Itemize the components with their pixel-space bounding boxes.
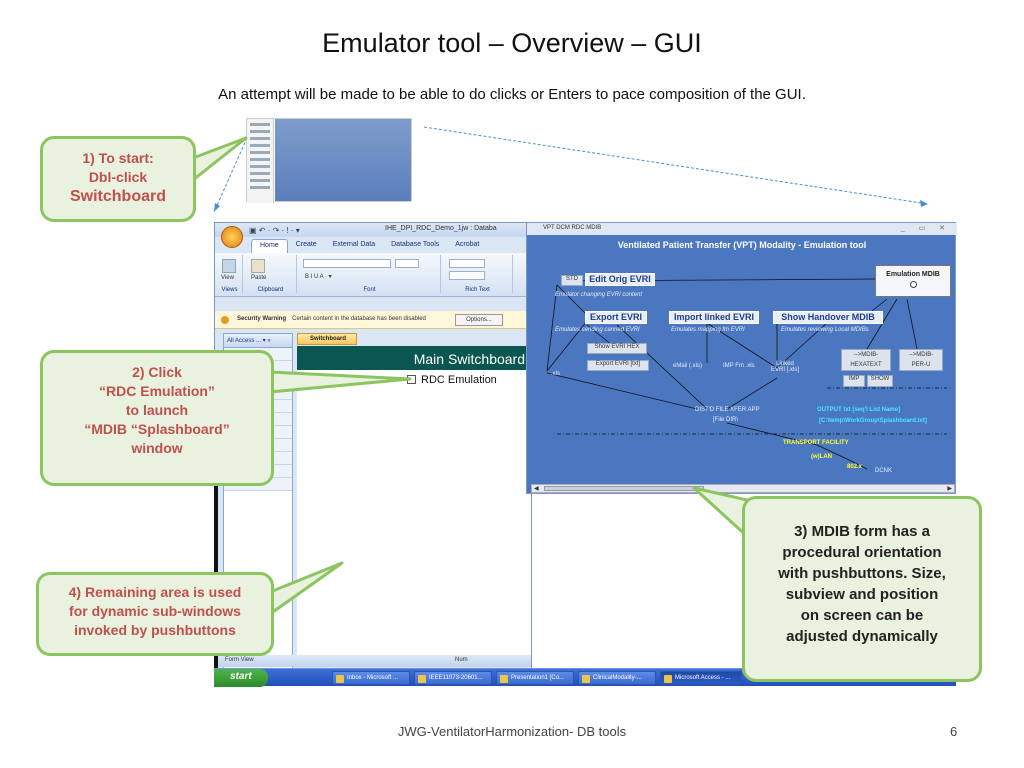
group-views: View Views [217, 255, 243, 293]
group-clipboard: Paste Clipboard [245, 255, 297, 293]
show-evri-hex-button[interactable]: Show EVRI HEX [587, 343, 647, 354]
emulator-title-bar: VPT DCM RDC MDIB_ ▭ ✕ [527, 223, 957, 235]
scroll-right-icon[interactable]: ▶ [947, 486, 952, 492]
emulation-mdib-button[interactable]: Emulation MDIB [875, 265, 951, 297]
email-label: eMail (.xls) [673, 363, 703, 369]
mapping-label: Emulates mapping fm EVRI [671, 327, 745, 333]
switchboard-title: Main Switchboard [297, 346, 531, 370]
group-rich-text: Rich Text [443, 255, 513, 293]
callout-mdib-form: 3) MDIB form has a procedural orientatio… [742, 496, 982, 682]
output-path-label: [C:\temp\WorkGroup\Splashboard.txt] [819, 418, 927, 424]
wlan-label: (w)LAN [811, 454, 832, 460]
taskbar-item-active[interactable]: Microsoft Access - ... [660, 671, 742, 685]
start-button[interactable]: start [214, 669, 268, 687]
status-bar: Form View Num [215, 655, 531, 667]
checkbox-icon [407, 375, 416, 384]
callout-remaining-area: 4) Remaining area is used for dynamic su… [36, 572, 274, 656]
flow-lines [546, 278, 947, 470]
options-button[interactable]: Options... [455, 314, 503, 326]
xls-label: .xls [551, 371, 560, 377]
dcnk-label: DCNK [875, 468, 893, 474]
paste-button[interactable]: Paste [251, 275, 267, 281]
transport-label: TRANSPORT FACILITY [783, 440, 849, 446]
font-size-select[interactable] [395, 259, 419, 268]
slide-subtitle: An attempt will be made to be able to do… [218, 86, 806, 103]
app-icon [582, 675, 590, 683]
switchboard-form: Main Switchboard RDC Emulation [297, 346, 531, 666]
output-label: OUTPUT txt [seq'l List Name] [817, 407, 901, 413]
ribbon-tabs: Home Create External Data Database Tools… [251, 239, 487, 253]
tab-acrobat[interactable]: Acrobat [455, 241, 480, 248]
taskbar-item[interactable]: IEEE11073-20601... [414, 671, 492, 685]
quick-access-toolbar[interactable]: ▣ ↶ · ↷ · ! · ▾ [249, 226, 300, 235]
export-evri-button[interactable]: Export EVRI [585, 311, 647, 324]
scroll-left-icon[interactable]: ◀ [534, 486, 539, 492]
nav-pane-header[interactable]: All Access ... ▾ « [224, 334, 292, 348]
mdib-per-u-button[interactable]: -->MDIB- PER-U [899, 349, 943, 371]
group-font: B I U A · ▾ Font [299, 255, 441, 293]
tab-create[interactable]: Create [295, 241, 317, 248]
app-icon [500, 675, 508, 683]
tab-home[interactable]: Home [251, 239, 288, 253]
radio-icon [909, 281, 917, 288]
view-button[interactable]: View [221, 275, 234, 281]
file-dir-label: [File DIR\ [713, 417, 739, 423]
mdib-hexatext-button[interactable]: -->MDIB- HEXATEXT [841, 349, 891, 371]
imp-fm-label: IMP Fm .xls [723, 363, 755, 369]
slide-title: Emulator tool – Overview – GUI [322, 28, 702, 58]
ieee-label: 802.x [847, 464, 863, 470]
tab-switchboard[interactable]: Switchboard [297, 333, 357, 345]
show-handover-mdib-button[interactable]: Show Handover MDIB [773, 311, 883, 324]
format-buttons[interactable]: B I U A · ▾ [305, 274, 332, 280]
std-button[interactable]: STD [561, 275, 583, 286]
rdc-emulation-button[interactable]: RDC Emulation [407, 374, 497, 386]
imp-button[interactable]: IMP [843, 375, 865, 387]
taskbar-item[interactable]: Presentation1 [Co... [496, 671, 574, 685]
emulator-window: VPT DCM RDC MDIB_ ▭ ✕ Ventilated Patient… [526, 222, 957, 494]
reviewing-label: Emulates reviewing Local MDIBs [781, 327, 869, 333]
export-evri-txt-button[interactable]: Export EVRI [txt] [587, 360, 649, 371]
callout-click-rdc: 2) Click “RDC Emulation” to launch “MDIB… [40, 350, 274, 486]
show-button[interactable]: SHOW [867, 375, 893, 387]
dist-label: DIST'D FILE XFER APP [695, 407, 760, 413]
emulator-title: Ventilated Patient Transfer (VPT) Modali… [617, 240, 867, 250]
office-orb-icon[interactable] [221, 226, 243, 248]
taskbar-item[interactable]: ClinicalModality-... [578, 671, 656, 685]
tab-database-tools[interactable]: Database Tools [391, 241, 440, 248]
app-icon [664, 675, 672, 683]
slide-footer: JWG-VentilatorHarmonization- DB tools [397, 724, 627, 739]
page-number: 6 [950, 724, 958, 739]
app-icon [336, 675, 344, 683]
sending-label: Emulates sending canned EVRI [555, 327, 640, 333]
horizontal-scrollbar[interactable]: ◀ ▶ [531, 484, 955, 493]
app-icon [418, 675, 426, 683]
import-linked-evri-button[interactable]: Import linked EVRI [669, 311, 759, 324]
scroll-thumb[interactable] [544, 486, 704, 491]
linked-evri-label: Linked EVRI [.xls] [771, 361, 800, 373]
warning-icon [221, 316, 229, 324]
edit-orig-evri-button[interactable]: Edit Orig EVRI [585, 273, 655, 286]
tab-external-data[interactable]: External Data [332, 241, 376, 248]
changing-label: Emulator changing EVRI content [555, 292, 643, 298]
taskbar-item[interactable]: Inbox - Microsoft ... [332, 671, 410, 685]
switchboard-thumbnail [246, 118, 412, 203]
window-controls[interactable]: _ ▭ ✕ [900, 225, 951, 232]
access-title-bar: IHE_DPI_RDC_Demo_1jw : Databa [215, 223, 531, 237]
ribbon: View Views Paste Clipboard B I U A · ▾ F… [215, 253, 531, 297]
callout-start: 1) To start: Dbl-click Switchboard [40, 136, 196, 222]
font-name-select[interactable] [303, 259, 391, 268]
